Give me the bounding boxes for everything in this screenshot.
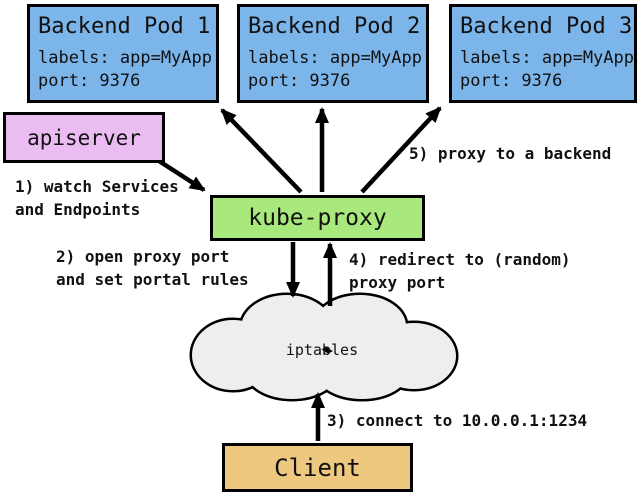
annotation-step2-line1: 2) open proxy port — [56, 247, 230, 266]
annotation-step4-line2: proxy port — [349, 273, 446, 292]
arrow-kubeproxy-to-pod1 — [220, 108, 303, 194]
arrow-kubeproxy-to-pod3 — [360, 106, 442, 194]
annotation-step1-line1: 1) watch Services — [15, 177, 179, 196]
kube-proxy-box: kube-proxy — [210, 195, 425, 241]
annotation-step5-line1: 5) proxy to a backend — [409, 144, 612, 163]
arrow-apiserver-to-kubeproxy — [157, 159, 206, 192]
pod-port: port: 9376 — [248, 71, 351, 91]
pod-title: Backend Pod 1 — [38, 14, 211, 39]
pod-port: port: 9376 — [460, 71, 563, 91]
client-box: Client — [222, 443, 413, 492]
pod-title: Backend Pod 3 — [460, 14, 633, 39]
pod-title: Backend Pod 2 — [248, 14, 421, 39]
pod-labels: labels: app=MyApp — [248, 48, 422, 68]
backend-pod-1-box: Backend Pod 1 labels: app=MyApp port: 93… — [27, 4, 219, 103]
backend-pod-3-box: Backend Pod 3 labels: app=MyApp port: 93… — [449, 4, 637, 103]
pod-port: port: 9376 — [38, 71, 141, 91]
pod-labels: labels: app=MyApp — [38, 48, 212, 68]
pod-labels: labels: app=MyApp — [460, 48, 634, 68]
client-label: Client — [274, 453, 361, 482]
annotation-step5: 5) proxy to a backend — [409, 142, 611, 165]
apiserver-label: apiserver — [27, 125, 141, 150]
apiserver-box: apiserver — [3, 112, 165, 163]
annotation-step1: 1) watch Services and Endpoints — [15, 175, 179, 221]
annotation-step2: 2) open proxy port and set portal rules — [56, 245, 249, 291]
iptables-cloud — [189, 292, 459, 402]
annotation-step3-line1: 3) connect to 10.0.0.1:1234 — [327, 411, 588, 430]
backend-pod-2-box: Backend Pod 2 labels: app=MyApp port: 93… — [237, 4, 429, 103]
annotation-step1-line2: and Endpoints — [15, 200, 141, 219]
annotation-step3: 3) connect to 10.0.0.1:1234 — [327, 409, 587, 432]
kube-proxy-label: kube-proxy — [248, 205, 387, 231]
annotation-step2-line2: and set portal rules — [56, 270, 249, 289]
annotation-step4: 4) redirect to (random) proxy port — [349, 248, 571, 294]
iptables-label: iptables — [285, 341, 359, 359]
annotation-step4-line1: 4) redirect to (random) — [349, 250, 571, 269]
